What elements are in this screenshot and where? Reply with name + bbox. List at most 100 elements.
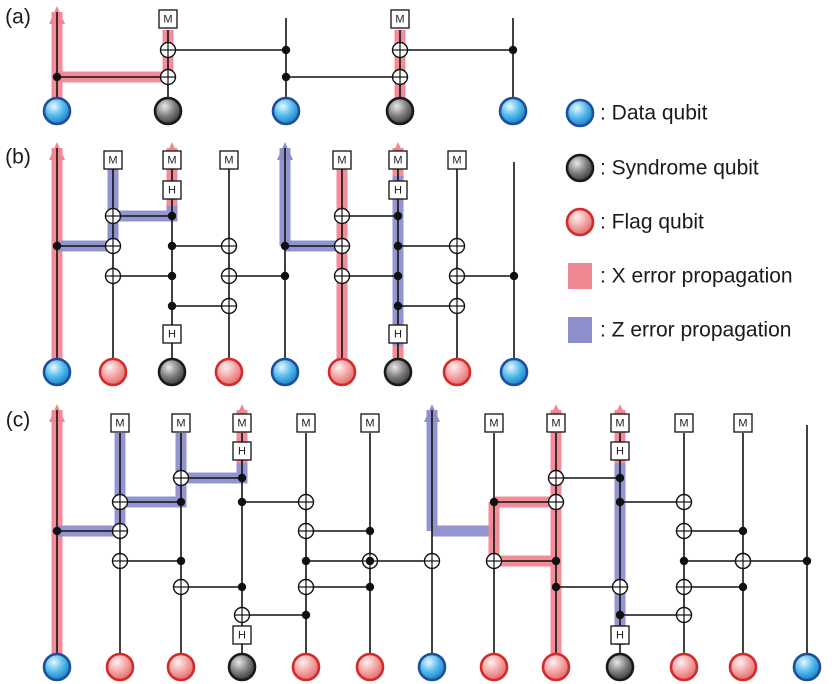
hadamard-label: H [616,446,624,458]
hadamard-label: H [168,329,176,341]
measure-box [171,413,191,433]
cnot-control-dot [508,45,518,55]
measure-box [110,413,130,433]
syndrome-qubit [383,357,413,387]
syndrome-qubit [227,652,257,682]
measure-box [733,413,753,433]
cnot-control-dot [551,556,561,566]
measure-label: M [167,155,176,167]
flag-qubit [214,357,244,387]
measure-label: M [108,155,117,167]
measure-box [219,150,239,170]
cnot-control-dot [280,241,290,251]
data-qubit [792,652,822,682]
cnot-control-dot [52,72,62,82]
measure-label: M [738,418,747,430]
syndrome-qubit [605,652,635,682]
cnot-control-dot [365,582,375,592]
legend-x-error-swatch [568,263,592,289]
z-error-propagation [181,463,248,484]
panel-label: (b) [5,146,31,169]
cnot-control-dot [176,497,186,507]
hadamard-box [232,625,252,645]
measure-label: M [224,155,233,167]
cnot-control-dot [802,556,812,566]
measure-box [484,413,504,433]
data-qubit [42,652,72,682]
measure-box [388,150,408,170]
measure-box [610,413,630,433]
measure-box [674,413,694,433]
cnot-control-dot [167,211,177,221]
syndrome-qubit [385,96,415,126]
hadamard-label: H [616,630,624,642]
cnot-control-dot [281,45,291,55]
cnot-control-dot [301,610,311,620]
error-propagation-layer [49,6,628,667]
cnot-control-dot [176,556,186,566]
legend-label-x-error: : X error propagation [600,265,793,288]
legend-flag-qubit-swatch [565,207,595,237]
flag-qubit [166,652,196,682]
legend-label-data: : Data qubit [600,102,708,125]
measure-label: M [176,418,185,430]
cnot-control-dot [489,497,499,507]
legend-syndrome-qubit-swatch [565,153,595,183]
data-qubit [42,357,72,387]
hadamard-box [162,324,182,344]
flag-qubit [541,652,571,682]
legend-z-error-swatch [568,317,592,343]
circuit-lines-layer [56,12,808,667]
measure-label: M [679,418,688,430]
cnot-control-dot [52,526,62,536]
measure-label: M [393,155,402,167]
hadamard-box [610,625,630,645]
cnot-control-dot [679,556,689,566]
measure-box [447,150,467,170]
hadamard-box [388,180,408,200]
legend-label-z-error: : Z error propagation [600,319,791,342]
measure-box [546,413,566,433]
cnot-control-dot [509,271,519,281]
cnot-control-dot [167,271,177,281]
data-qubit [270,357,300,387]
measure-label: M [452,155,461,167]
flag-qubit [728,652,758,682]
measure-label: M [395,14,404,26]
z-error-propagation [57,433,126,537]
measure-label: M [163,14,172,26]
cnot-control-dot [738,582,748,592]
legend-label-syndrome: : Syndrome qubit [600,157,759,180]
flag-qubit [98,357,128,387]
syndrome-qubit [153,96,183,126]
x-error-propagation [57,30,174,83]
cnot-control-dot [615,610,625,620]
cnot-control-dot [393,211,403,221]
legend-data-qubit-swatch [565,98,595,128]
flag-qubit [669,652,699,682]
hadamard-label: H [394,185,402,197]
measure-label: M [615,418,624,430]
cnot-control-dot [393,271,403,281]
flag-qubit [442,357,472,387]
syndrome-qubit [157,357,187,387]
flag-qubit [479,652,509,682]
flag-qubit [105,652,135,682]
cnot-control-dot [237,582,247,592]
measure-label: M [489,418,498,430]
measure-box [232,413,252,433]
cnot-control-dot [551,582,561,592]
cnot-control-dot [237,473,247,483]
data-qubit [42,96,72,126]
hadamard-label: H [238,630,246,642]
labels-layer: (a)(b)(c): Data qubit: Syndrome qubit: F… [5,6,792,432]
hadamard-label: H [394,329,402,341]
panel-label: (a) [5,6,31,29]
measure-label: M [551,418,560,430]
hadamard-box [388,324,408,344]
measure-box [296,413,316,433]
cnot-control-dot [301,556,311,566]
measure-label: M [301,418,310,430]
